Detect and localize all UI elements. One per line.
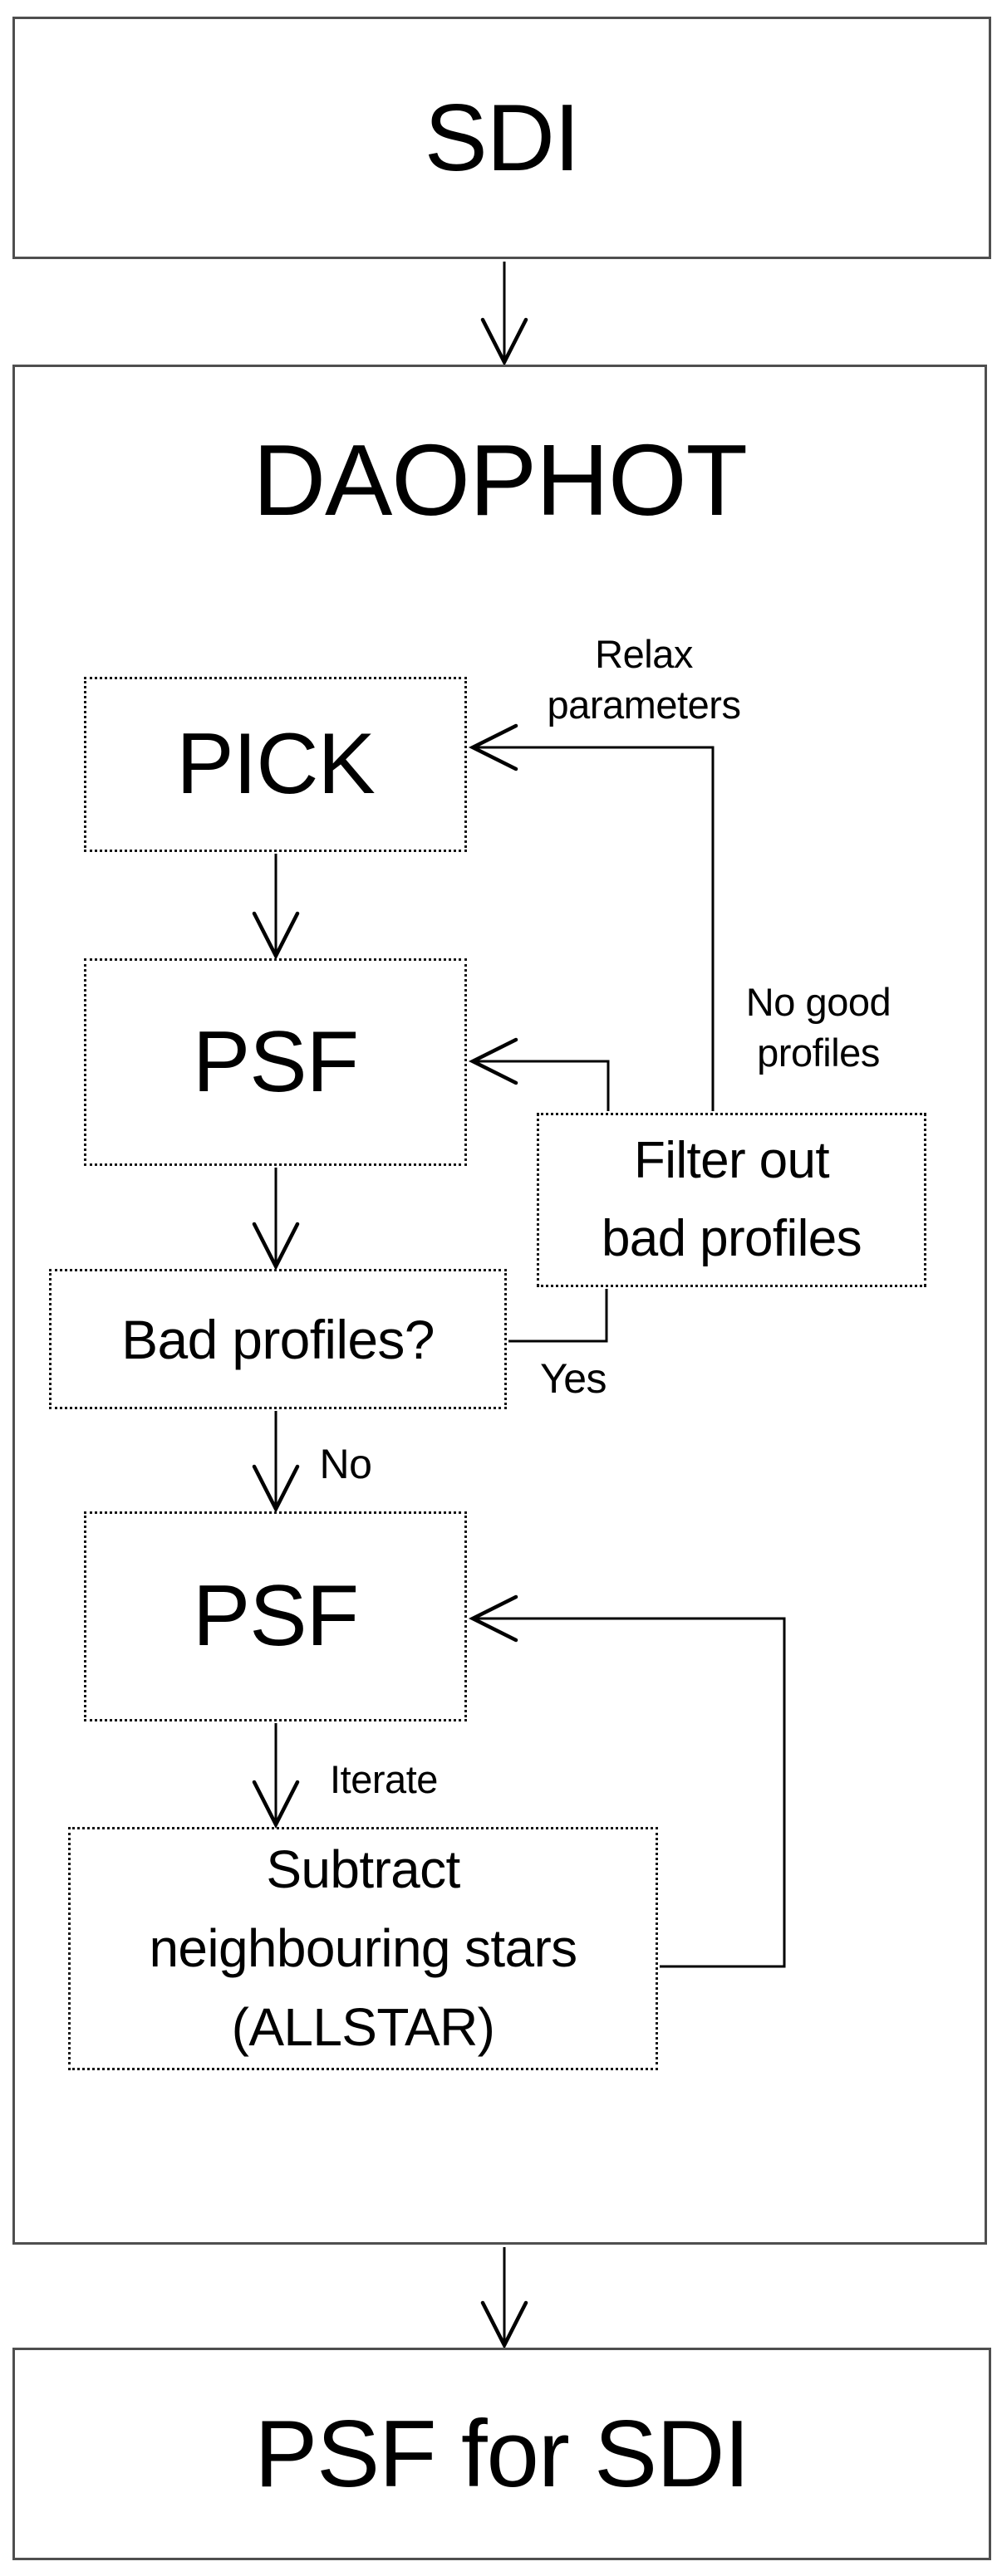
edge-label-iterate-text: Iterate: [330, 1757, 438, 1801]
arrow-psf-to-bad-profiles: [252, 1168, 300, 1271]
connector-relax-parameters: [468, 723, 715, 1111]
node-allstar-line3: (ALLSTAR): [231, 1997, 495, 2057]
edge-label-no-good-profiles: No good profiles: [673, 977, 964, 1078]
edge-label-relax-line2: parameters: [547, 683, 741, 727]
node-bad-profiles-label: Bad profiles?: [121, 1308, 435, 1370]
node-allstar: Subtract neighbouring stars (ALLSTAR): [68, 1827, 658, 2070]
node-psf-initial: PSF: [84, 958, 467, 1166]
edge-label-no-text: No: [319, 1441, 372, 1487]
edge-label-yes-text: Yes: [539, 1355, 607, 1402]
node-daophot-container: [12, 365, 987, 2245]
node-psf-for-sdi: PSF for SDI: [12, 2348, 991, 2560]
node-psf-refine: PSF: [84, 1511, 467, 1721]
node-pick-label: PICK: [176, 716, 376, 812]
edge-label-iterate: Iterate: [313, 1754, 454, 1805]
node-filter-line1: Filter out: [634, 1132, 830, 1189]
arrow-daophot-to-output: [480, 2247, 528, 2349]
node-psf-initial-label: PSF: [192, 1013, 359, 1110]
edge-label-relax-line1: Relax: [595, 632, 693, 676]
node-daophot-label: DAOPHOT: [253, 424, 748, 536]
arrow-no-to-psf: [252, 1411, 300, 1513]
node-filter-bad-profiles: Filter out bad profiles: [537, 1113, 926, 1287]
node-allstar-line1: Subtract: [266, 1839, 460, 1899]
node-filter-line2: bad profiles: [601, 1210, 862, 1267]
edge-label-no-good-line1: No good: [745, 980, 891, 1024]
edge-label-no-good-line2: profiles: [757, 1031, 880, 1075]
node-psf-refine-label: PSF: [192, 1568, 359, 1664]
connector-yes-to-filter: [508, 1289, 608, 1343]
edge-label-relax-parameters: Relax parameters: [478, 629, 810, 730]
node-sdi-label: SDI: [424, 85, 581, 191]
arrow-sdi-to-daophot: [480, 262, 528, 366]
node-pick: PICK: [84, 677, 467, 852]
node-psf-for-sdi-label: PSF for SDI: [254, 2401, 750, 2507]
edge-label-no: No: [296, 1439, 395, 1490]
node-daophot-title: DAOPHOT: [12, 415, 987, 545]
node-allstar-line2: neighbouring stars: [149, 1918, 577, 1978]
node-bad-profiles: Bad profiles?: [49, 1269, 507, 1409]
arrow-pick-to-psf: [252, 854, 300, 960]
arrow-psf-to-allstar: [252, 1723, 300, 1829]
connector-allstar-loop: [468, 1594, 786, 1968]
connector-filter-to-psf: [468, 1037, 610, 1111]
edge-label-yes: Yes: [515, 1354, 631, 1404]
node-sdi: SDI: [12, 17, 991, 259]
